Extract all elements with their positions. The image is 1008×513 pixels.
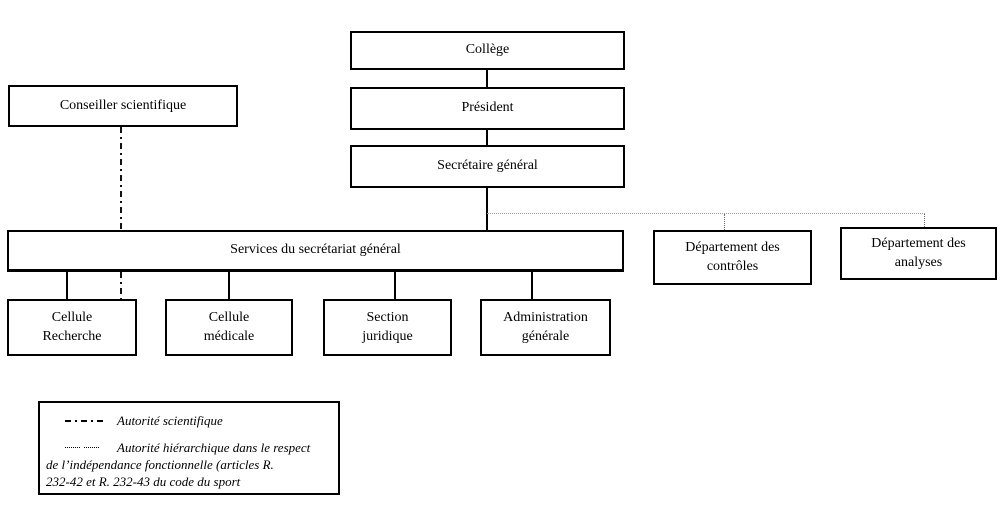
dotted-sample-segment bbox=[84, 447, 99, 448]
connector-autorite-scientifique-lower bbox=[120, 272, 122, 299]
legend-autorite-hierarchique-line-1: Autorité hiérarchique dans le respect bbox=[65, 439, 338, 456]
legend-item-autorite-hierarchique: Autorité hiérarchique dans le respect de… bbox=[40, 439, 338, 490]
connector-services-recherche bbox=[66, 272, 68, 299]
connector-autorite-hierarchique-analyses bbox=[924, 214, 925, 227]
node-president-label: Président bbox=[461, 100, 514, 116]
node-cellule-medicale: Cellule médicale bbox=[165, 299, 293, 356]
node-college-label: Collège bbox=[465, 42, 510, 58]
connector-autorite-hierarchique-controles bbox=[724, 214, 725, 230]
connector-college-president bbox=[486, 70, 488, 87]
node-cellule-medicale-label: Cellule médicale bbox=[203, 310, 255, 344]
legend-item-autorite-scientifique: Autorité scientifique bbox=[65, 412, 338, 429]
connector-secretaire-services bbox=[486, 188, 488, 230]
connector-autorite-hierarchique-horizontal bbox=[487, 213, 925, 214]
node-secretaire-general-label: Secrétaire général bbox=[437, 158, 538, 174]
legend-autorite-hierarchique-text-3: 232-42 et R. 232-43 du code du sport bbox=[46, 474, 241, 489]
node-section-juridique: Section juridique bbox=[323, 299, 452, 356]
node-services-secretariat-label: Services du secrétariat général bbox=[230, 242, 401, 258]
node-administration-generale-label: Administration générale bbox=[503, 310, 588, 344]
node-section-juridique-label: Section juridique bbox=[362, 310, 413, 344]
node-conseiller-scientifique: Conseiller scientifique bbox=[8, 85, 238, 127]
dotted-sample-segment bbox=[65, 447, 80, 448]
node-conseiller-scientifique-label: Conseiller scientifique bbox=[59, 97, 187, 113]
node-departement-analyses: Département des analyses bbox=[840, 227, 997, 280]
legend-autorite-hierarchique-text-1: Autorité hiérarchique dans le respect bbox=[117, 440, 311, 455]
connector-services-juridique bbox=[394, 272, 396, 299]
node-administration-generale: Administration générale bbox=[480, 299, 611, 356]
node-departement-controles: Département des contrôles bbox=[653, 230, 812, 285]
node-cellule-recherche-label: Cellule Recherche bbox=[42, 310, 102, 344]
node-services-secretariat: Services du secrétariat général bbox=[7, 230, 624, 272]
legend-autorite-scientifique-label: Autorité scientifique bbox=[117, 413, 223, 428]
connector-autorite-scientifique-upper bbox=[120, 127, 122, 230]
node-cellule-recherche: Cellule Recherche bbox=[7, 299, 137, 356]
connector-president-secretaire bbox=[486, 130, 488, 145]
legend-autorite-hierarchique-text-2: de l’indépendance fonctionnelle (article… bbox=[46, 457, 274, 472]
connector-services-admin bbox=[531, 272, 533, 299]
legend-box: Autorité scientifique Autorité hiérarchi… bbox=[38, 401, 340, 495]
node-departement-analyses-label: Département des analyses bbox=[871, 236, 966, 270]
node-secretaire-general: Secrétaire général bbox=[350, 145, 625, 188]
node-president: Président bbox=[350, 87, 625, 130]
node-college: Collège bbox=[350, 31, 625, 70]
dotted-line-sample bbox=[65, 447, 99, 448]
node-departement-controles-label: Département des contrôles bbox=[685, 240, 780, 274]
dash-dot-line-sample bbox=[65, 419, 103, 422]
connector-services-medicale bbox=[228, 272, 230, 299]
